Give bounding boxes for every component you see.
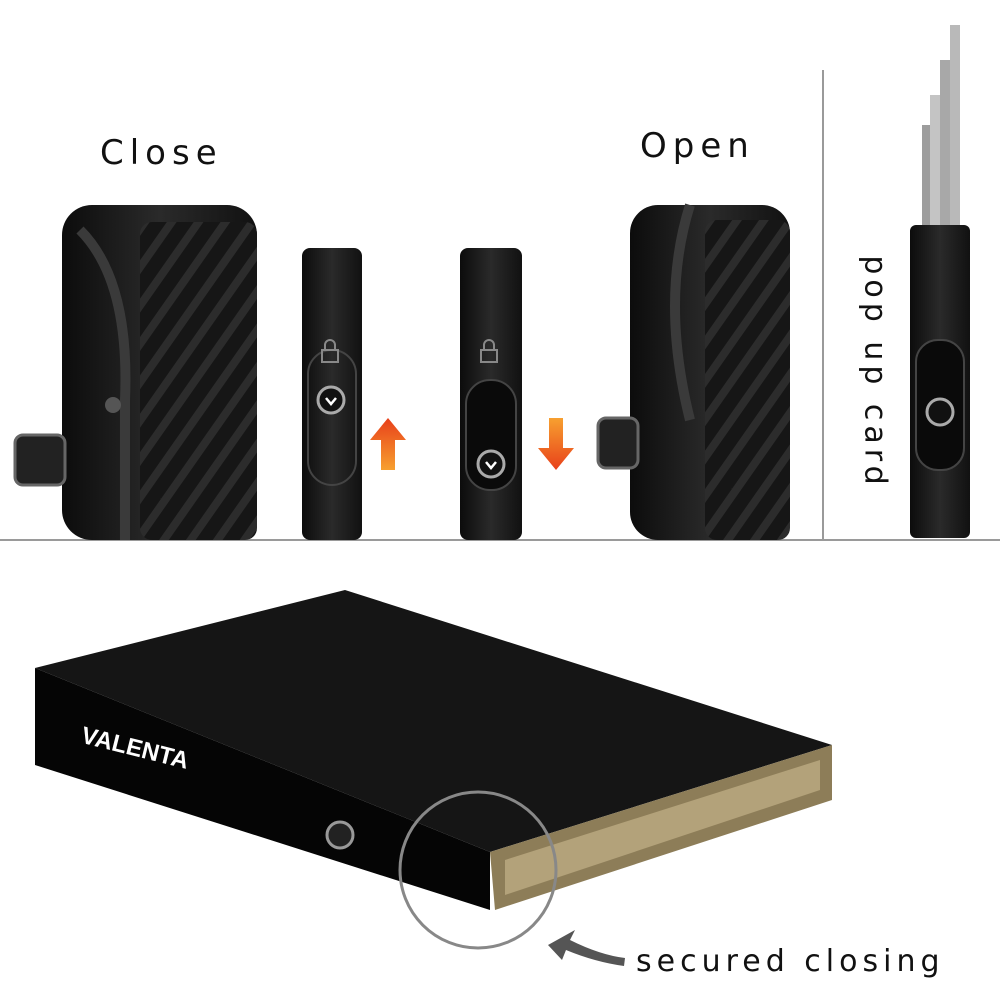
- open-mechanism: [596, 203, 790, 540]
- heart-logo-icon: [316, 385, 346, 415]
- pop-up-card-label: pop up card: [857, 255, 893, 490]
- arrow-up-icon: [370, 418, 406, 470]
- heart-logo-icon: [476, 449, 506, 479]
- popup-card-view: [910, 25, 970, 538]
- curved-arrow-icon: [548, 930, 625, 966]
- close-label: Close: [100, 133, 223, 173]
- lock-icon: [321, 339, 339, 363]
- secured-closing-label: secured closing: [636, 944, 945, 979]
- close-mechanism: [13, 205, 257, 540]
- arrow-down-icon: [538, 418, 574, 470]
- side-view-open: [460, 248, 522, 540]
- open-label: Open: [640, 126, 755, 166]
- heart-logo-icon: [925, 397, 955, 427]
- side-view-closed: [302, 248, 362, 540]
- highlight-circle: [398, 790, 558, 950]
- wallet-photo: [35, 590, 832, 910]
- lock-icon: [480, 339, 498, 363]
